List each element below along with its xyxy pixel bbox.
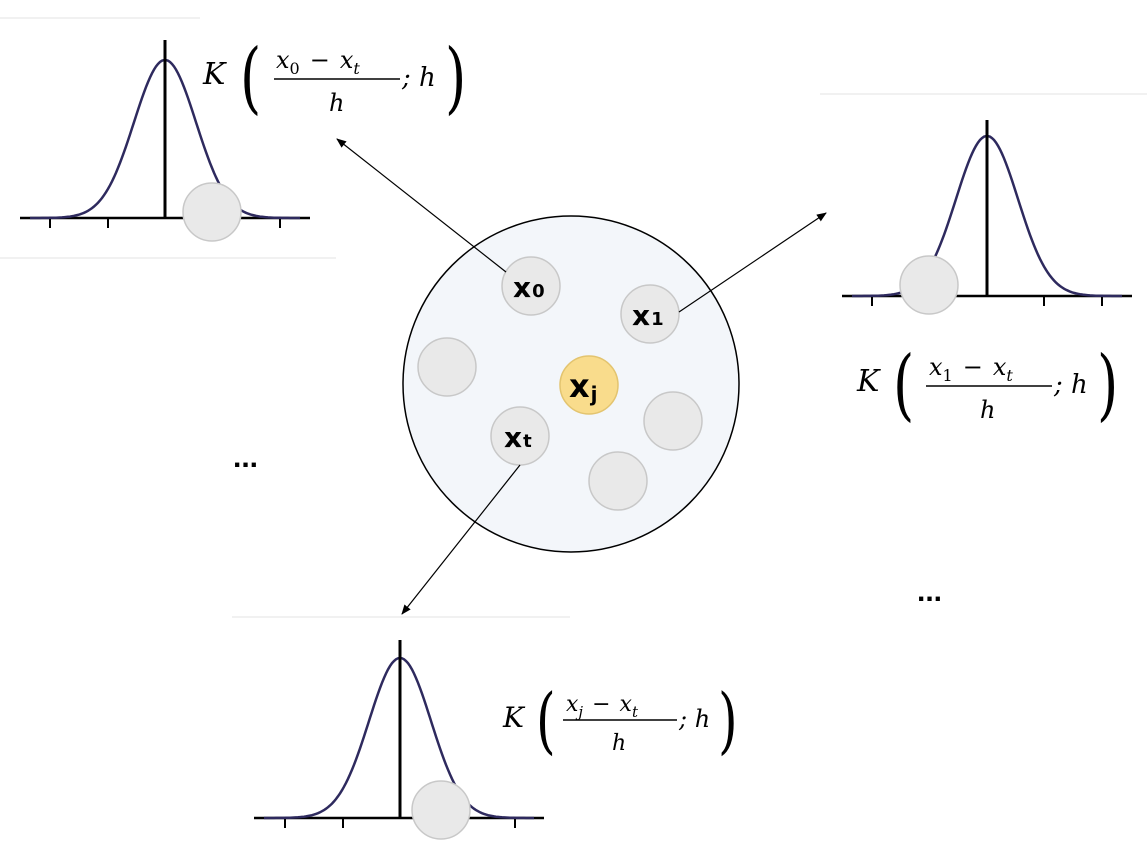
formula-numerator: x0−xt — [276, 46, 360, 78]
arrow-x0-to-kernel — [336, 138, 507, 273]
kernel-formula-right: K ( x1−xt h ; h ) — [856, 339, 1118, 429]
formula-func: K — [202, 57, 227, 92]
node-xj: xj — [559, 355, 619, 415]
node-x0-label: x0 — [513, 271, 545, 304]
formula-denominator: h — [612, 731, 626, 756]
node-xj-circle — [559, 355, 619, 415]
arrow-xt-to-kernel — [401, 464, 521, 615]
kernel-formula-top-left: K ( x0−xt h ; h ) — [202, 32, 466, 122]
formula-paren-left: ( — [536, 678, 556, 763]
kernel-plot-right — [842, 120, 1132, 315]
formula-paren-right: ) — [445, 32, 466, 122]
sample-marker — [182, 182, 242, 242]
formula-paren-left: ( — [240, 32, 261, 122]
formula-numerator: x1−xt — [929, 353, 1013, 385]
formula-denominator: h — [980, 396, 995, 424]
neighbor-point — [643, 391, 703, 451]
formula-denominator: h — [329, 89, 344, 117]
kernel-formula-bottom: K ( xj−xt h ; h ) — [502, 678, 738, 763]
neighbor-point — [417, 337, 477, 397]
node-xt-label: xt — [504, 421, 532, 454]
formula-paren-right: ) — [718, 678, 738, 763]
ellipsis-right: ... — [917, 575, 942, 608]
node-xt: xt — [490, 406, 550, 466]
formula-numerator: xj−xt — [566, 692, 639, 721]
sample-marker — [411, 780, 471, 840]
formula-func: K — [502, 701, 526, 734]
arrows — [336, 138, 827, 615]
node-x1-circle — [620, 284, 680, 344]
formula-param: ; h — [1053, 370, 1088, 400]
kernel-plot-bottom — [254, 640, 544, 840]
ellipsis-left: ... — [233, 441, 258, 474]
node-x0-circle — [501, 256, 561, 316]
arrow-x1-to-kernel — [678, 212, 827, 313]
kernel-plot-top-left — [20, 40, 310, 242]
formula-param: ; h — [401, 63, 436, 93]
node-x0: x0 — [501, 256, 561, 316]
formula-paren-left: ( — [893, 339, 914, 429]
formula-param: ; h — [678, 705, 710, 733]
node-xj-label: xj — [569, 367, 598, 406]
sample-marker — [899, 255, 959, 315]
sample-cluster: x0 x1 xj xt — [402, 215, 740, 553]
panel-guides — [0, 17, 1147, 618]
formula-paren-right: ) — [1097, 339, 1118, 429]
node-x1: x1 — [620, 284, 680, 344]
node-x1-label: x1 — [632, 299, 664, 332]
formula-func: K — [856, 364, 881, 399]
neighbor-point — [588, 451, 648, 511]
